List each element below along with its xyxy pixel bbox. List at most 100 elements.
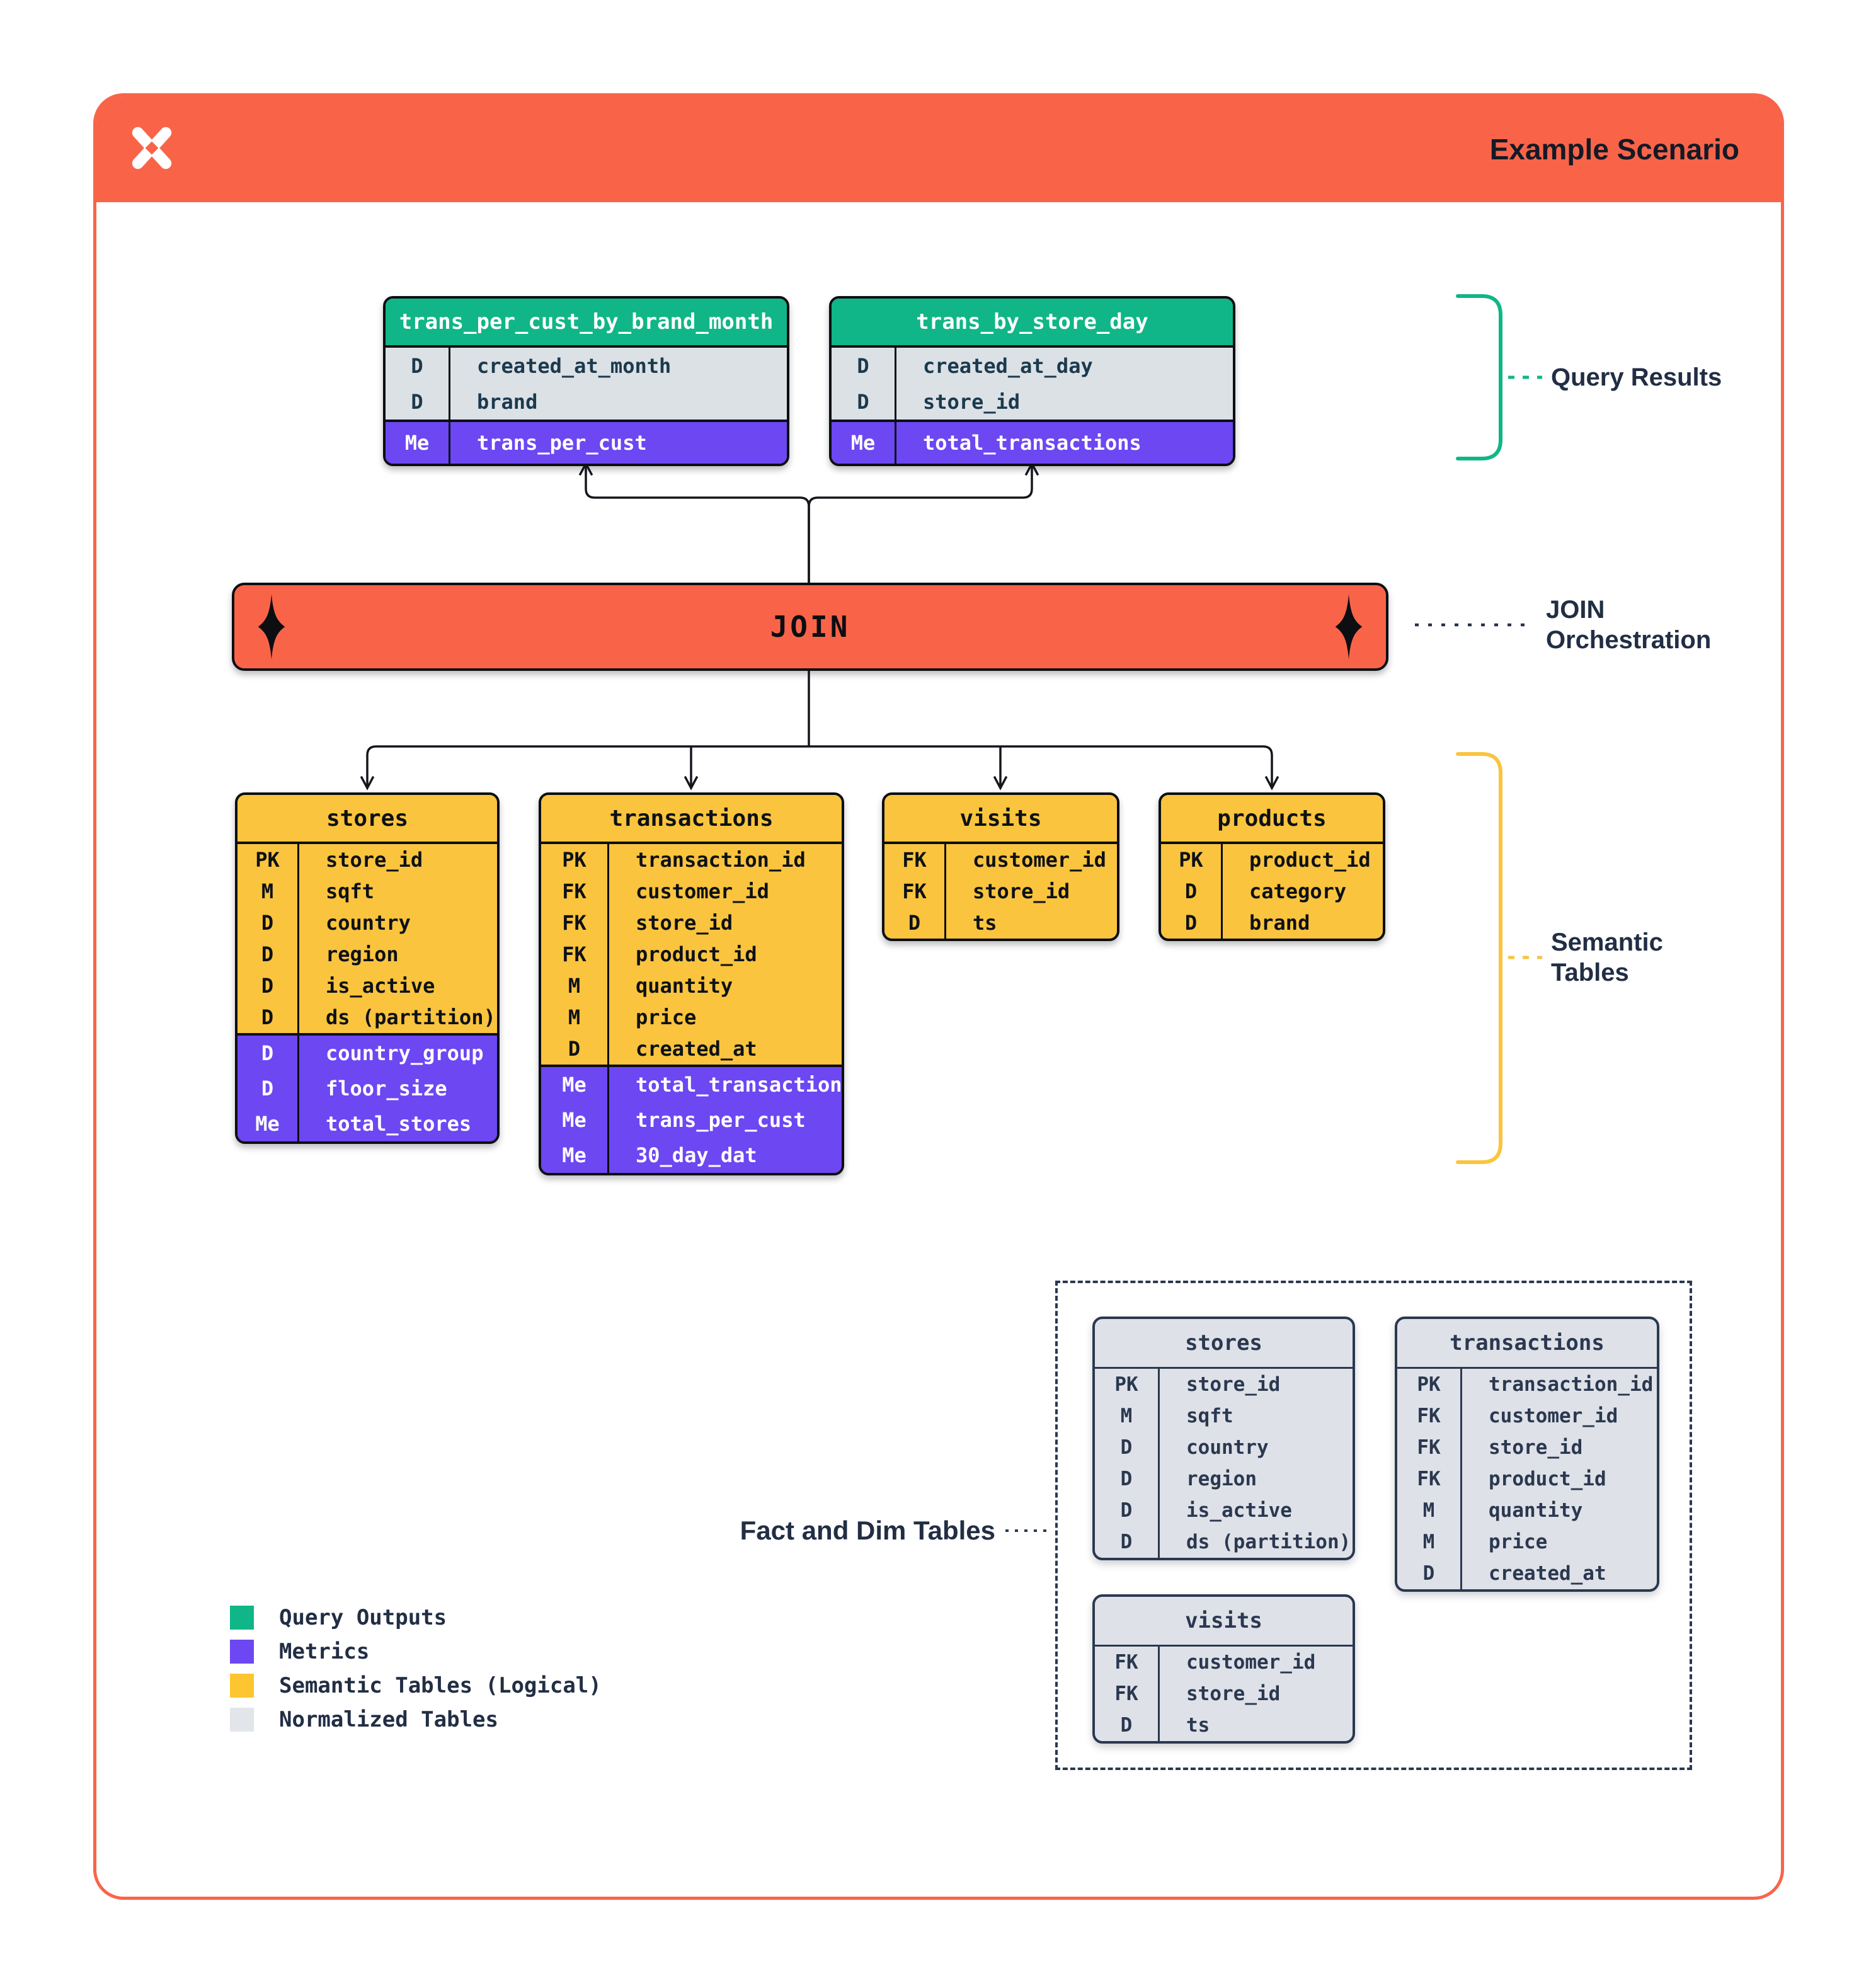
- legend-item-normalized-tables: Normalized Tables: [230, 1703, 602, 1737]
- legend-item-query-outputs: Query Outputs: [230, 1601, 602, 1635]
- row-key: FK: [1095, 1678, 1160, 1710]
- row-name: category: [1249, 879, 1347, 903]
- row-name: transaction_id: [1489, 1373, 1654, 1396]
- row-name: total_transactions: [636, 1073, 844, 1097]
- sparkle-diamond-icon: [258, 594, 285, 660]
- row-key: M: [541, 1002, 609, 1033]
- page-title: Example Scenario: [1489, 133, 1739, 166]
- table-row: FK store_id: [884, 876, 1117, 907]
- row-name: ts: [1186, 1714, 1210, 1737]
- row-name: customer_id: [1186, 1651, 1316, 1674]
- table-row: FK store_id: [541, 907, 842, 939]
- row-key: FK: [541, 907, 609, 939]
- row-key: FK: [1397, 1432, 1462, 1463]
- row-name: transaction_id: [636, 848, 806, 872]
- table-row: FK customer_id: [1095, 1647, 1353, 1678]
- row-name: created_at: [636, 1037, 757, 1061]
- row-key: FK: [1095, 1647, 1160, 1678]
- legend-label: Query Outputs: [279, 1605, 447, 1630]
- row-name: store_id: [1186, 1682, 1281, 1705]
- row-key: Me: [541, 1138, 609, 1173]
- normalized-tables-swatch-icon: [230, 1708, 254, 1732]
- row-name: customer_id: [973, 848, 1106, 872]
- row-key: M: [1095, 1400, 1160, 1432]
- table-title: trans_by_store_day: [832, 299, 1233, 348]
- semantic-tables-label-line2: Tables: [1551, 959, 1629, 986]
- row-name: quantity: [1489, 1499, 1583, 1522]
- row-name: total_stores: [326, 1112, 472, 1136]
- row-key: FK: [884, 876, 946, 907]
- row-name: floor_size: [326, 1077, 447, 1100]
- table-title: stores: [1095, 1319, 1353, 1369]
- table-title: visits: [1095, 1597, 1353, 1647]
- row-key: D: [884, 907, 946, 939]
- row-name: ds (partition): [1186, 1531, 1351, 1553]
- row-key: M: [1397, 1495, 1462, 1526]
- row-key: D: [1161, 907, 1223, 939]
- table-title: transactions: [1397, 1319, 1657, 1369]
- row-key: PK: [1397, 1369, 1462, 1400]
- row-key: D: [386, 348, 450, 384]
- row-name: created_at: [1489, 1562, 1606, 1585]
- row-name: store_id: [1489, 1436, 1583, 1459]
- row-name: sqft: [1186, 1405, 1233, 1427]
- row-name: quantity: [636, 974, 733, 998]
- row-name: is_active: [1186, 1499, 1292, 1522]
- row-name: product_id: [1249, 848, 1371, 872]
- semantic-tables-label-line1: Semantic: [1551, 928, 1663, 956]
- row-key: FK: [1397, 1463, 1462, 1495]
- table-row: FK store_id: [1095, 1678, 1353, 1710]
- row-key: PK: [237, 844, 299, 876]
- join-label: JOIN: [770, 610, 850, 644]
- join-orchestration-label: JOIN Orchestration: [1546, 595, 1711, 655]
- row-key: D: [1095, 1710, 1160, 1741]
- row-name: country: [1186, 1436, 1269, 1459]
- query-results-label: Query Results: [1551, 363, 1722, 391]
- row-name: store_id: [973, 879, 1070, 903]
- row-key: D: [237, 1071, 299, 1106]
- row-key: D: [1095, 1526, 1160, 1558]
- table-row: FK store_id: [1397, 1432, 1657, 1463]
- row-name: brand: [477, 389, 538, 414]
- sparkle-diamond-icon: [1335, 594, 1363, 660]
- row-key: D: [1095, 1432, 1160, 1463]
- row-name: store_id: [326, 848, 423, 872]
- row-key: PK: [1161, 844, 1223, 876]
- row-key: D: [1095, 1463, 1160, 1495]
- fact-dim-tables-label: Fact and Dim Tables: [740, 1516, 995, 1545]
- row-key: D: [1161, 876, 1223, 907]
- row-key: FK: [541, 876, 609, 907]
- metrics-swatch-icon: [230, 1640, 254, 1664]
- legend: Query Outputs Metrics Semantic Tables (L…: [230, 1601, 602, 1737]
- row-key: D: [541, 1033, 609, 1065]
- row-key: D: [237, 907, 299, 939]
- row-name: store_id: [636, 911, 733, 935]
- row-name: price: [636, 1005, 697, 1029]
- semantic-tables-swatch-icon: [230, 1674, 254, 1698]
